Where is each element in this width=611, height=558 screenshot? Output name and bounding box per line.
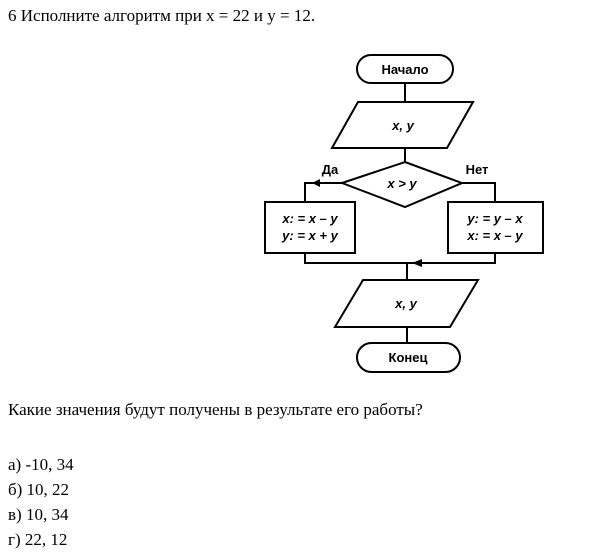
yes-label: Да <box>322 162 339 177</box>
input-block <box>330 101 475 149</box>
answer-d: г) 22, 12 <box>8 530 68 549</box>
yes-line1: x: = x – y <box>281 211 338 226</box>
input-label: x, y <box>391 118 414 133</box>
end-terminal <box>356 342 461 373</box>
no-label: Нет <box>466 162 489 177</box>
no-line1: y: = y – x <box>466 211 523 226</box>
answer-b: б) 10, 22 <box>8 480 70 499</box>
condition-diamond <box>339 160 465 209</box>
yes-line2: y: = x + y <box>281 228 338 243</box>
condition-label: x > y <box>386 176 417 191</box>
yes-process-block <box>264 201 356 254</box>
task-text: 6 Исполните алгоритм при x = 22 и y = 12… <box>8 6 316 25</box>
answer-a: а) -10, 34 <box>8 455 74 474</box>
no-line2: x: = x – y <box>466 228 523 243</box>
start-label: Начало <box>381 62 428 77</box>
end-label: Конец <box>389 350 428 365</box>
answer-c: в) 10, 34 <box>8 505 69 524</box>
output-block <box>333 279 480 328</box>
question-text: Какие значения будут получены в результа… <box>8 400 423 419</box>
output-label: x, y <box>394 296 417 311</box>
